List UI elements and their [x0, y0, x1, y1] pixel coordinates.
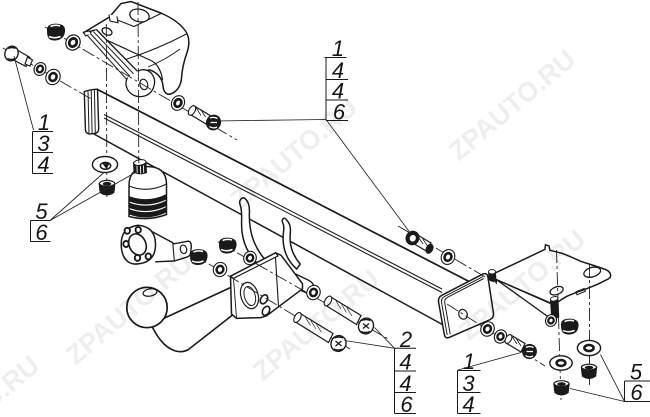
svg-text:4: 4	[462, 392, 474, 417]
svg-text:3: 3	[37, 131, 50, 156]
svg-text:5: 5	[35, 199, 48, 224]
svg-text:6: 6	[35, 220, 48, 245]
svg-text:1: 1	[463, 349, 475, 374]
svg-text:6: 6	[400, 392, 413, 417]
svg-text:6: 6	[333, 100, 346, 125]
svg-text:4: 4	[399, 371, 411, 396]
svg-text:6: 6	[630, 380, 643, 405]
svg-text:4: 4	[332, 58, 344, 83]
svg-text:5: 5	[630, 360, 643, 385]
svg-text:1: 1	[38, 110, 50, 135]
svg-text:2: 2	[399, 327, 412, 352]
svg-text:4: 4	[399, 350, 411, 375]
svg-text:3: 3	[462, 371, 475, 396]
svg-text:4: 4	[332, 79, 344, 104]
svg-text:1: 1	[332, 36, 344, 61]
svg-text:4: 4	[37, 152, 49, 177]
